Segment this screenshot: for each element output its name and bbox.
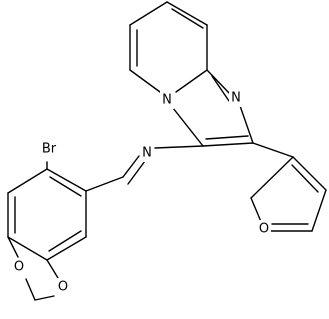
pyridine-ring — [129, 1, 208, 93]
atom-labels: Br N N N O O O — [12, 89, 271, 296]
bridgehead-nitrogen-atom: N — [160, 91, 174, 109]
dioxole-oxygen-atom-1: O — [12, 258, 26, 276]
furan-oxygen-atom: O — [257, 220, 271, 238]
svg-text:O: O — [14, 260, 24, 275]
dioxole-ring — [7, 236, 59, 301]
svg-text:N: N — [142, 146, 152, 161]
svg-text:N: N — [231, 91, 241, 106]
svg-text:Br: Br — [42, 142, 57, 157]
svg-text:N: N — [162, 93, 172, 108]
furan-ring — [250, 142, 327, 232]
svg-text:O: O — [259, 222, 269, 237]
bromine-atom: Br — [37, 140, 61, 158]
dioxole-oxygen-atom-2: O — [56, 278, 70, 296]
imine-linker — [85, 145, 204, 192]
imidazole-ring — [172, 69, 254, 147]
svg-text:O: O — [58, 280, 68, 295]
imidazole-nitrogen-atom: N — [229, 89, 243, 107]
benzene-ring — [7, 161, 87, 261]
imine-nitrogen-atom: N — [140, 144, 154, 162]
